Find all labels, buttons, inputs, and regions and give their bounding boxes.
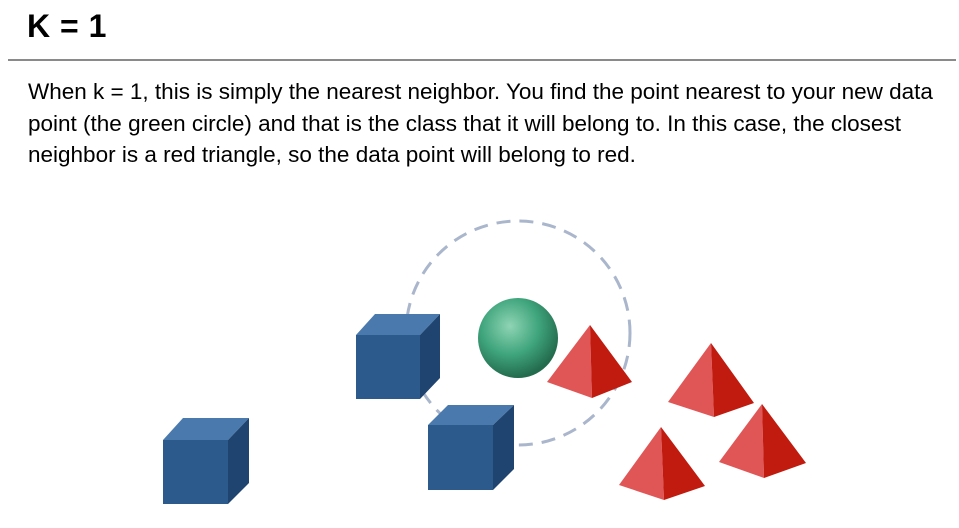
red-pyramid-nearest (547, 325, 632, 398)
red-pyramid-bottom (619, 427, 705, 500)
blue-cube-lower-left (163, 418, 249, 504)
red-pyramid-far-right (719, 404, 806, 478)
new-data-point-sphere (478, 298, 558, 378)
title-divider (8, 59, 956, 61)
explanation-paragraph: When k = 1, this is simply the nearest n… (28, 79, 933, 167)
red-pyramid-right-top (668, 343, 754, 417)
slide-title: K = 1 (27, 8, 107, 44)
blue-cube-lower-middle (428, 405, 514, 490)
blue-cube-upper (356, 314, 440, 399)
